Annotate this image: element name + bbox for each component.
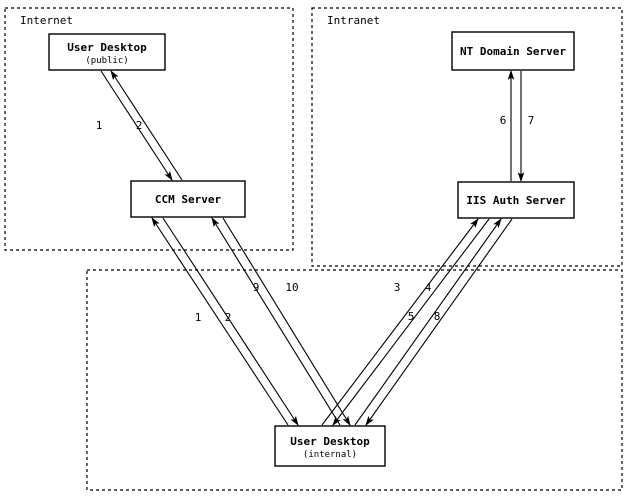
flow-step-label-flow-2-internal: 2 — [225, 311, 232, 324]
flow-arrow-flow-5 — [354, 218, 502, 426]
zone-label-intranet: Intranet — [327, 14, 380, 27]
flow-step-label-flow-7: 7 — [528, 114, 535, 127]
flow-step-label-flow-4: 4 — [425, 281, 432, 294]
node-title-iis-auth-server: IIS Auth Server — [466, 194, 566, 207]
flow-step-label-flow-2-public: 2 — [136, 119, 143, 132]
node-subtitle-user-desktop-internal: (internal) — [303, 450, 357, 460]
zone-boundary-lower — [86, 269, 623, 491]
node-nt-domain-server[interactable]: NT Domain Server — [451, 31, 575, 71]
node-box-nt-domain-server[interactable] — [451, 31, 575, 71]
node-iis-auth-server[interactable]: IIS Auth Server — [457, 181, 575, 219]
flow-arrow-flow-8 — [365, 218, 513, 426]
node-user-desktop-public[interactable]: User Desktop (public) — [48, 33, 166, 71]
zone-internet: Internet — [4, 7, 294, 251]
node-box-iis-auth-server[interactable] — [457, 181, 575, 219]
flow-step-label-flow-9: 9 — [253, 281, 260, 294]
node-box-user-desktop-internal[interactable] — [274, 425, 386, 467]
nodes-layer: User Desktop (public) CCM Server NT Domain … — [48, 31, 575, 467]
node-box-user-desktop-public[interactable] — [48, 33, 166, 71]
flows-layer — [100, 69, 525, 426]
flow-step-label-flow-10: 10 — [285, 281, 298, 294]
zone-label-internet: Internet — [20, 14, 73, 27]
zone-boundary-internet — [4, 7, 294, 251]
node-title-user-desktop-internal: User Desktop — [290, 435, 370, 448]
flow-step-label-flow-1-public: 1 — [96, 119, 103, 132]
zone-boundary-intranet — [311, 7, 623, 267]
node-title-nt-domain-server: NT Domain Server — [460, 45, 566, 58]
zones-layer: Internet Intranet — [4, 7, 623, 491]
flow-arrow-flow-4 — [332, 218, 490, 426]
flow-step-label-flow-6: 6 — [500, 114, 507, 127]
flow-arrow-flow-10 — [222, 217, 351, 426]
node-ccm-server[interactable]: CCM Server — [130, 180, 246, 218]
flow-arrow-flow-1-internal — [151, 217, 289, 426]
node-title-ccm-server: CCM Server — [155, 193, 222, 206]
node-box-ccm-server[interactable] — [130, 180, 246, 218]
node-user-desktop-internal[interactable]: User Desktop (internal) — [274, 425, 386, 467]
flow-arrow-flow-2-internal — [162, 217, 299, 426]
node-title-user-desktop-public: User Desktop — [67, 41, 147, 54]
flow-arrow-flow-1-public — [100, 70, 173, 181]
flow-step-label-flow-8: 8 — [434, 310, 441, 323]
flow-step-label-flow-3: 3 — [394, 281, 401, 294]
flow-labels-layer: 1 2 6 7 1 2 9 10 3 4 5 8 — [96, 114, 535, 324]
flow-arrow-flow-2-public — [110, 70, 183, 181]
zone-intranet: Intranet — [311, 7, 623, 267]
flow-step-label-flow-1-internal: 1 — [195, 311, 202, 324]
node-subtitle-user-desktop-public: (public) — [85, 56, 128, 66]
flow-arrow-flow-3 — [321, 218, 479, 426]
flow-step-label-flow-5: 5 — [408, 310, 415, 323]
zone-lower — [86, 269, 623, 491]
flow-arrow-flow-9 — [211, 217, 341, 426]
